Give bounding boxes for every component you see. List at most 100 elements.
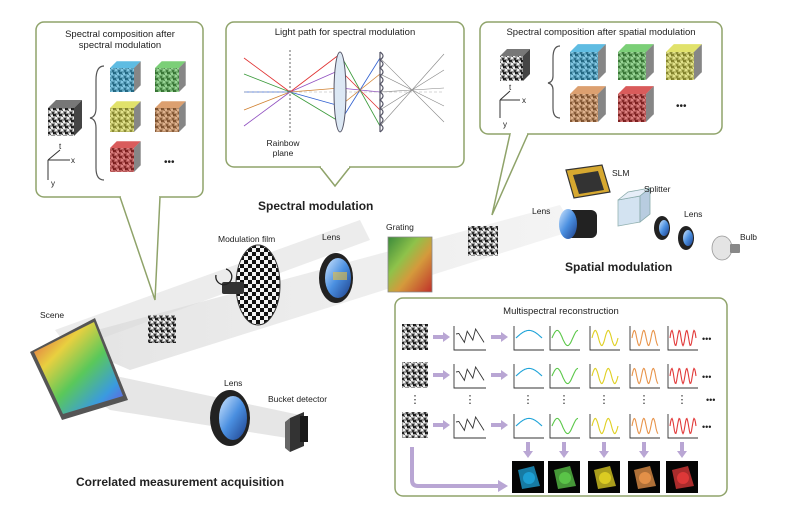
spectral-cube	[155, 101, 186, 132]
down-arrow-head	[639, 451, 649, 458]
process-arrow-head	[501, 332, 508, 342]
spectral-signal	[515, 417, 543, 427]
lens-bottom-label: Lens	[224, 378, 242, 388]
mini-axes	[589, 364, 620, 389]
spatial-cubes	[570, 44, 702, 122]
column-vdots: ⋮	[559, 394, 570, 406]
bucket-detector: Bucket detector	[268, 394, 327, 452]
ellipsis: •••	[164, 157, 175, 168]
column-vdots: ⋮	[639, 394, 650, 406]
spectral-cube	[110, 101, 141, 132]
lens-bottom: Lens	[210, 378, 250, 446]
spectral-signal	[591, 329, 619, 347]
beam-upper	[55, 220, 370, 350]
spectral-signal	[551, 329, 579, 347]
ray-lens	[333, 51, 347, 133]
mini-axes	[513, 414, 544, 439]
axes-txy: t x y	[499, 83, 526, 129]
spectral-signal	[551, 417, 579, 435]
coded-pattern-left	[148, 315, 176, 343]
mini-axes	[453, 414, 486, 439]
spatial-cube	[666, 44, 702, 80]
left-brace	[89, 65, 105, 181]
process-arrow-head	[443, 332, 450, 342]
process-arrow-head	[501, 370, 508, 380]
bulb: Bulb	[711, 232, 757, 261]
axis-t-label: t	[509, 83, 512, 92]
spectral-cubes	[110, 61, 186, 172]
mini-axes	[549, 414, 580, 439]
spatial-cube	[618, 86, 654, 122]
mini-axes	[513, 326, 544, 351]
ray-line	[243, 57, 291, 93]
scene: Scene	[30, 310, 128, 420]
ray-line	[289, 53, 341, 93]
ray-line	[243, 73, 291, 93]
lens-right-label: Lens	[532, 206, 550, 216]
process-arrow-head	[501, 420, 508, 430]
rainbow-plane-label-2: plane	[273, 148, 294, 158]
spectral-signal	[551, 367, 579, 385]
gray-data-cube	[48, 100, 82, 136]
spectral-cube	[155, 61, 186, 92]
spatial-cube	[618, 44, 654, 80]
column-vdots: ⋮	[677, 394, 688, 406]
spatial-modulation-heading: Spatial modulation	[565, 260, 672, 274]
mini-axes	[629, 414, 660, 439]
modulation-film: Modulation film	[215, 234, 281, 326]
spectral-signal	[515, 367, 543, 377]
callout-pointer	[119, 196, 161, 301]
mini-axes	[453, 326, 486, 351]
lens-center-label: Lens	[322, 232, 340, 242]
speckle-pattern	[402, 324, 428, 350]
mini-axes	[453, 364, 486, 389]
column-vdots: ⋮	[523, 394, 534, 406]
panel-title: Multispectral reconstruction	[503, 306, 619, 317]
panel-light-path: Light path for spectral modulation Rainb…	[225, 21, 465, 188]
ray-line	[243, 91, 291, 111]
mini-axes	[667, 326, 698, 351]
callout-pointer	[491, 133, 529, 216]
mini-axes	[589, 326, 620, 351]
down-arrow-head	[677, 451, 687, 458]
panel-title-line1: Spectral composition after	[65, 29, 175, 40]
column-vdots: ⋮	[410, 394, 421, 406]
mini-axes	[513, 364, 544, 389]
ray-grating	[378, 51, 384, 133]
axis-x-label: x	[71, 156, 75, 165]
spectral-signal	[631, 367, 659, 385]
bulb-label: Bulb	[740, 232, 757, 242]
lens-center: Lens	[319, 232, 353, 303]
callout-pointer	[319, 166, 351, 188]
spectral-cube	[110, 141, 141, 172]
reconstruction-grid: •••••••••⋮⋮⋮⋮⋮⋮⋮•••	[402, 324, 715, 493]
splitter: Splitter	[617, 184, 671, 227]
spectral-signal	[631, 329, 659, 347]
mini-axes	[629, 326, 660, 351]
process-arrow-head	[443, 420, 450, 430]
ray-line	[289, 69, 341, 93]
mini-axes	[549, 364, 580, 389]
spectral-modulation-heading: Spectral modulation	[258, 199, 373, 213]
panel-title-line2: spectral modulation	[79, 40, 161, 51]
spectral-signal	[669, 367, 697, 385]
panel-spectral-composition: Spectral composition after spectral modu…	[35, 21, 204, 301]
speckle-pattern	[402, 362, 428, 388]
mini-axes	[667, 414, 698, 439]
down-arrow-head	[599, 451, 609, 458]
return-arrow-head	[498, 480, 508, 492]
down-arrow-head	[523, 451, 533, 458]
scene-label: Scene	[40, 310, 64, 320]
bucket-signal	[455, 365, 485, 382]
ray-line	[289, 91, 341, 107]
slm: SLM	[565, 164, 629, 199]
mini-axes	[589, 414, 620, 439]
spectral-signal	[515, 329, 543, 339]
axis-t-label: t	[59, 142, 62, 151]
grating: Grating	[386, 222, 433, 293]
bucket-signal	[455, 415, 485, 432]
correlated-acquisition-heading: Correlated measurement acquisition	[76, 475, 284, 489]
gray-data-cube	[500, 49, 530, 81]
spatial-cube	[570, 44, 606, 80]
